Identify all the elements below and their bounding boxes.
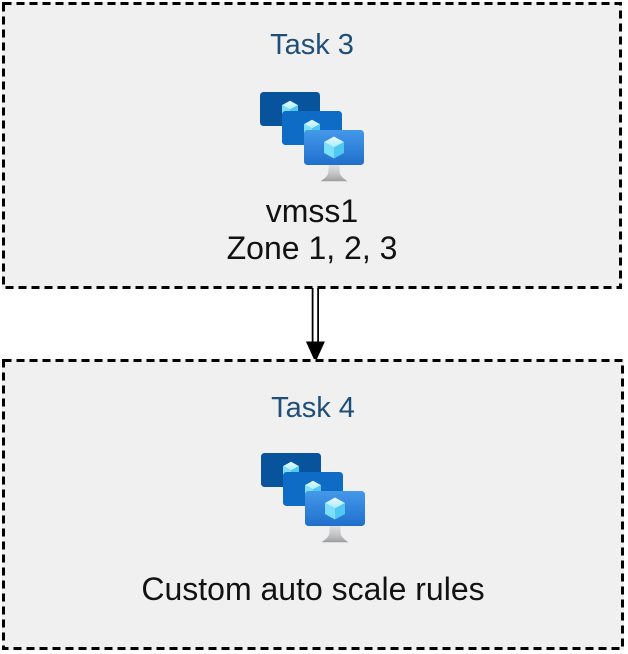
- task3-zones: Zone 1, 2, 3: [226, 229, 398, 266]
- task4-box: Task 4 Custom auto scale rules: [2, 359, 624, 650]
- task3-title: Task 3: [270, 29, 354, 61]
- task3-labels: vmss1 Zone 1, 2, 3: [227, 193, 398, 267]
- task4-content: Task 4 Custom auto scale rules: [2, 359, 624, 608]
- task4-labels: Custom auto scale rules: [141, 571, 484, 608]
- task3-content: Task 3 vmss1 Zone 1, 2, 3: [2, 2, 622, 266]
- task4-caption: Custom auto scale rules: [141, 570, 485, 607]
- down-arrow-icon: [305, 288, 325, 363]
- vm-scale-set-icon: [260, 92, 364, 184]
- vm-scale-set-icon: [261, 453, 365, 545]
- task3-vmss-name: vmss1: [265, 192, 359, 229]
- arrow-head: [305, 341, 325, 363]
- task4-title: Task 4: [271, 392, 355, 424]
- task3-box: Task 3 vmss1 Zone 1, 2, 3: [2, 2, 622, 289]
